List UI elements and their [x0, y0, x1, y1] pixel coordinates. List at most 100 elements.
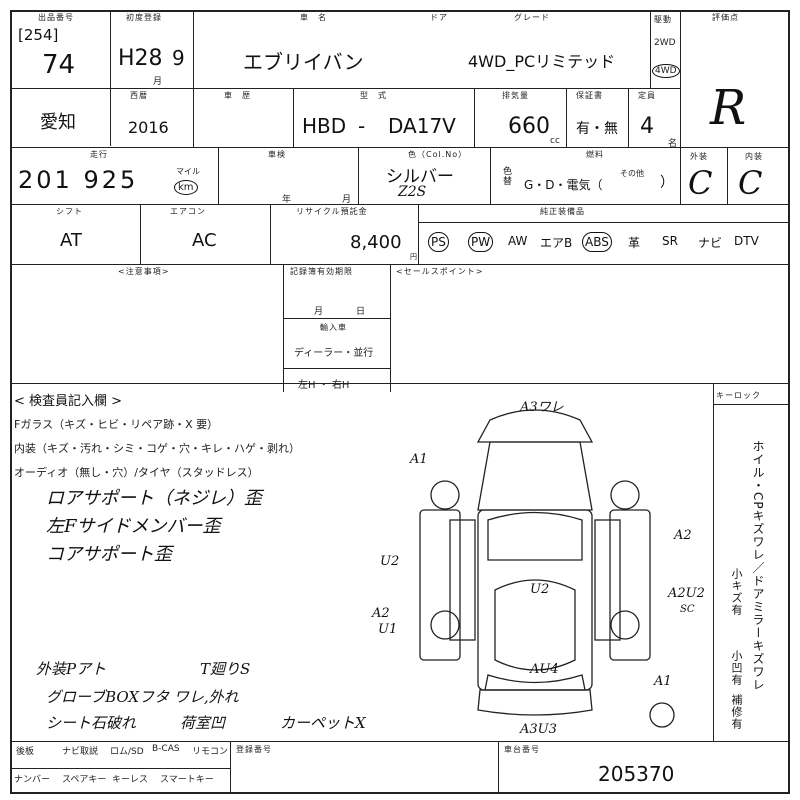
fuel-header: 燃料 [586, 150, 604, 159]
equipment-dtv: DTV [734, 234, 759, 248]
handwritten-note-1: ロアサポート（ネジレ）歪 [46, 488, 262, 509]
handwritten-bottom-5: 荷室凹 [180, 714, 226, 732]
equipment-sunroof: SR [662, 234, 678, 248]
record-book-header: 記録簿有効期限 [290, 267, 353, 276]
interior-header: 内装 [745, 152, 763, 161]
car-damage-diagram [419, 409, 675, 728]
equipment-aw: AW [508, 234, 528, 248]
model-sep: - [358, 114, 366, 138]
bottom-label-navi-manual: ナビ取説 [62, 747, 99, 757]
capacity-header: 定員 [638, 91, 656, 100]
reg-no-label: 登録番号 [236, 745, 272, 754]
mark-rear-bumper: A3U3 [520, 722, 557, 737]
import-dealer: ディーラー・並行 [294, 348, 374, 359]
region: 愛知 [40, 112, 76, 133]
import-steering: 左H ・ 右H [298, 380, 350, 391]
handwritten-bottom-2: T廻りS [200, 660, 251, 678]
side-note-repair: 補修有 [730, 694, 743, 730]
equipment-navi: ナビ [698, 236, 723, 250]
mark-rear-center: AU4 [530, 662, 559, 677]
mileage-unit-alt: マイル [176, 167, 200, 176]
warranty-header: 保証書 [576, 91, 603, 100]
side-note-small-dent: 小凹有 [730, 650, 743, 686]
fuel-close: ） [660, 175, 674, 191]
mark-left-rear-a: A2 [372, 606, 390, 621]
equipment-header: 純正装備品 [540, 207, 585, 216]
bottom-label-rear-plate: 後板 [16, 747, 35, 757]
handwritten-bottom-6: カーペットX [280, 714, 366, 732]
drive-header: 駆動 [654, 15, 672, 24]
record-book-day: 日 [356, 307, 366, 317]
capacity: 4 [640, 114, 654, 139]
drive-2wd: 2WD [654, 38, 676, 48]
bottom-label-remote: リモコン [192, 747, 229, 757]
model-code: DA17V [388, 114, 456, 138]
exterior-header: 外装 [690, 152, 708, 161]
equipment-airbag: エアB [540, 236, 573, 250]
handwritten-bottom-1: 外装Pアト [36, 660, 107, 678]
equipment-ps: PS [428, 232, 449, 252]
shift: AT [60, 230, 82, 251]
side-note-wheel: ホイル・CPキズワレ／ドアミラーキズワレ [751, 440, 765, 692]
handwritten-note-3: コアサポート歪 [46, 544, 172, 565]
grade: 4WD_PCリミテッド [468, 52, 616, 71]
mark-right-front: A2 [674, 528, 692, 543]
notes-header: <注意事項> [118, 267, 170, 276]
color-header: 色（Col.No） [408, 150, 468, 159]
bottom-label-bcas: B-CAS [152, 744, 180, 754]
capacity-unit: 名 [668, 139, 678, 149]
mark-right-mid-sc: SC [680, 604, 695, 615]
recycle-header: リサイクル預託金 [296, 207, 368, 216]
interior-grade: C [738, 164, 763, 202]
handwritten-note-2: 左Fサイドメンバー歪 [46, 516, 221, 537]
mark-left-mid: U2 [380, 554, 400, 569]
sales-point-header: <セールスポイント> [396, 267, 484, 276]
model-header: 型 式 [360, 91, 387, 100]
lot-box-number: [254] [18, 26, 59, 44]
equipment-abs: ABS [582, 232, 612, 252]
mark-center: U2 [530, 582, 550, 597]
handwritten-bottom-3: グローブBOXフタ ワレ,外れ [46, 688, 239, 706]
grade-header: グレード [514, 13, 550, 22]
first-reg-era-year: H28 [118, 46, 163, 71]
checklist-interior: 内装（キズ・汚れ・シミ・コゲ・穴・キレ・ハゲ・剥れ） [14, 442, 300, 455]
first-reg-month-unit: 月 [153, 77, 163, 87]
mileage-header: 走行 [90, 150, 108, 159]
warranty: 有・無 [576, 121, 618, 137]
mark-front-bumper: A3ワレ [520, 400, 564, 415]
model-year: 2016 [128, 118, 169, 137]
mark-left-front: A1 [410, 452, 428, 467]
record-book-month: 月 [314, 307, 324, 317]
score-header: 評価点 [712, 13, 739, 22]
mark-left-rear-u: U1 [378, 622, 398, 637]
model-prefix: HBD [302, 114, 347, 138]
aircon: AC [192, 230, 217, 251]
displacement-unit: cc [550, 136, 560, 146]
keyless-header: キーロック [716, 391, 761, 400]
lot-header: 出品番号 [38, 13, 74, 22]
exterior-grade: C [688, 164, 713, 202]
frame-no-label: 車台番号 [504, 745, 540, 754]
mark-right-mid: A2U2 [668, 586, 705, 601]
mileage: 201 925 [18, 166, 139, 194]
first-reg-month: 9 [172, 46, 185, 70]
displacement: 660 [508, 114, 550, 139]
bottom-label-rom-sd: ロム/SD [110, 747, 144, 757]
recycle-unit: 円 [410, 253, 417, 261]
checklist-glass: Fガラス（キズ・ヒビ・リペア跡・X 要） [14, 418, 219, 431]
checklist-audio: オーディオ（無し・穴）/タイヤ（スタッドレス） [14, 466, 259, 479]
car-name: エブリイバン [243, 50, 364, 74]
score-value: R [710, 80, 747, 136]
displacement-header: 排気量 [502, 91, 529, 100]
bottom-label-keyless: キーレス [112, 775, 149, 785]
mileage-unit: km [174, 180, 198, 195]
aircon-header: エアコン [170, 207, 206, 216]
door-header: ドア [430, 13, 448, 22]
inspector-notes-header: < 検査員記入欄 > [14, 394, 123, 409]
bottom-label-smart-key: スマートキー [160, 775, 214, 785]
color-name: シルバー [386, 167, 454, 187]
equipment-leather: 革 [628, 236, 641, 250]
lot-number: 74 [42, 50, 76, 80]
sheet-frame [10, 10, 790, 794]
bottom-label-plate: ナンバー [14, 775, 51, 785]
